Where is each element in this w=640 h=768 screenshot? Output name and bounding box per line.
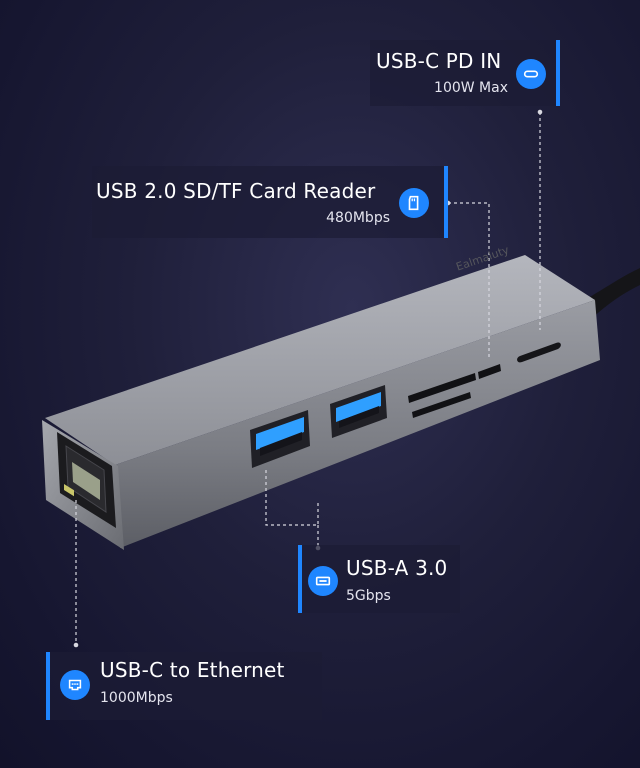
- tf-card-slot: [412, 392, 471, 418]
- accent-bar: [298, 545, 302, 613]
- callout-subtitle: 100W Max: [434, 80, 508, 96]
- callout-title: USB-C PD IN: [376, 49, 502, 73]
- usb-a-icon: [308, 566, 338, 596]
- hub-top-face: [45, 255, 595, 465]
- callout-title: USB 2.0 SD/TF Card Reader: [96, 179, 376, 203]
- usb-c-port: [517, 342, 561, 363]
- usb-a-port-1: [250, 410, 310, 468]
- ethernet-icon: [60, 670, 90, 700]
- callout-usb-c-pd-in: USB-C PD IN 100W Max: [370, 40, 560, 106]
- usb-a-port-2: [330, 385, 387, 438]
- callout-subtitle: 1000Mbps: [100, 690, 173, 706]
- callout-ethernet: USB-C to Ethernet 1000Mbps: [46, 652, 322, 720]
- accent-bar: [444, 166, 448, 238]
- callout-title: USB-A 3.0: [346, 556, 448, 580]
- ethernet-port: [57, 432, 116, 528]
- callout-subtitle: 480Mbps: [326, 210, 390, 226]
- sd-card-icon: [399, 188, 429, 218]
- callout-card-reader: USB 2.0 SD/TF Card Reader 480Mbps: [92, 166, 448, 238]
- usb-c-icon: [516, 59, 546, 89]
- sd-card-slot: [408, 373, 476, 403]
- accent-bar: [556, 40, 560, 106]
- callout-subtitle: 5Gbps: [346, 588, 391, 604]
- callout-title: USB-C to Ethernet: [100, 658, 285, 682]
- callout-usb-a: USB-A 3.0 5Gbps: [298, 545, 460, 613]
- accent-bar: [46, 652, 50, 720]
